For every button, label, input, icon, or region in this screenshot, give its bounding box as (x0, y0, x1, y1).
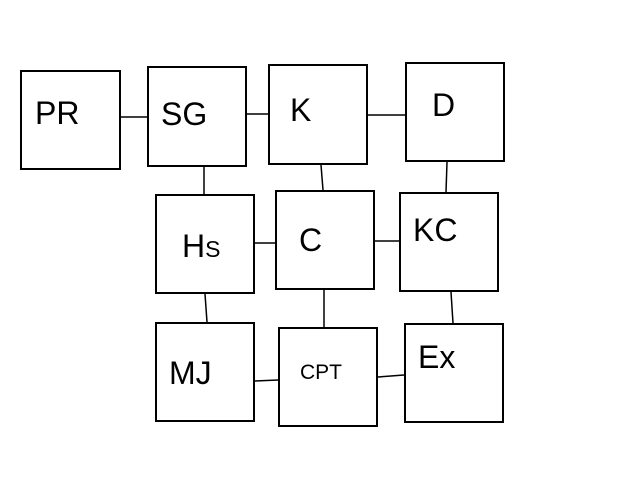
edge-hs-mj (204, 293, 208, 323)
node-c: C (275, 190, 375, 290)
node-kc: KC (399, 192, 499, 292)
node-d: D (405, 62, 505, 162)
node-mj: MJ (155, 322, 255, 422)
node-pr: PR (20, 70, 121, 170)
node-cpt: CPT (278, 327, 378, 427)
node-sg: SG (147, 66, 247, 167)
edge-d-kc (445, 161, 448, 193)
edge-cpt-ex (377, 374, 405, 378)
node-hs: HS (155, 194, 255, 294)
node-ex-label: Ex (418, 339, 456, 375)
edge-k-c (320, 164, 324, 191)
node-hs-label-main: H (182, 228, 206, 264)
node-c-label: C (299, 222, 323, 258)
node-k-label: K (290, 92, 312, 128)
node-cpt-label: CPT (300, 361, 342, 384)
node-mj-label: MJ (169, 355, 212, 391)
node-hs-label-small: S (205, 236, 221, 262)
node-kc-label: KC (413, 212, 458, 248)
node-hs-label: HS (182, 230, 220, 262)
edge-kc-ex (450, 291, 454, 324)
node-sg-label: SG (161, 96, 208, 132)
node-k: K (268, 64, 368, 165)
node-d-label: D (432, 87, 456, 123)
node-pr-label: PR (35, 95, 80, 131)
edge-mj-cpt (254, 379, 279, 382)
node-ex: Ex (404, 323, 504, 423)
